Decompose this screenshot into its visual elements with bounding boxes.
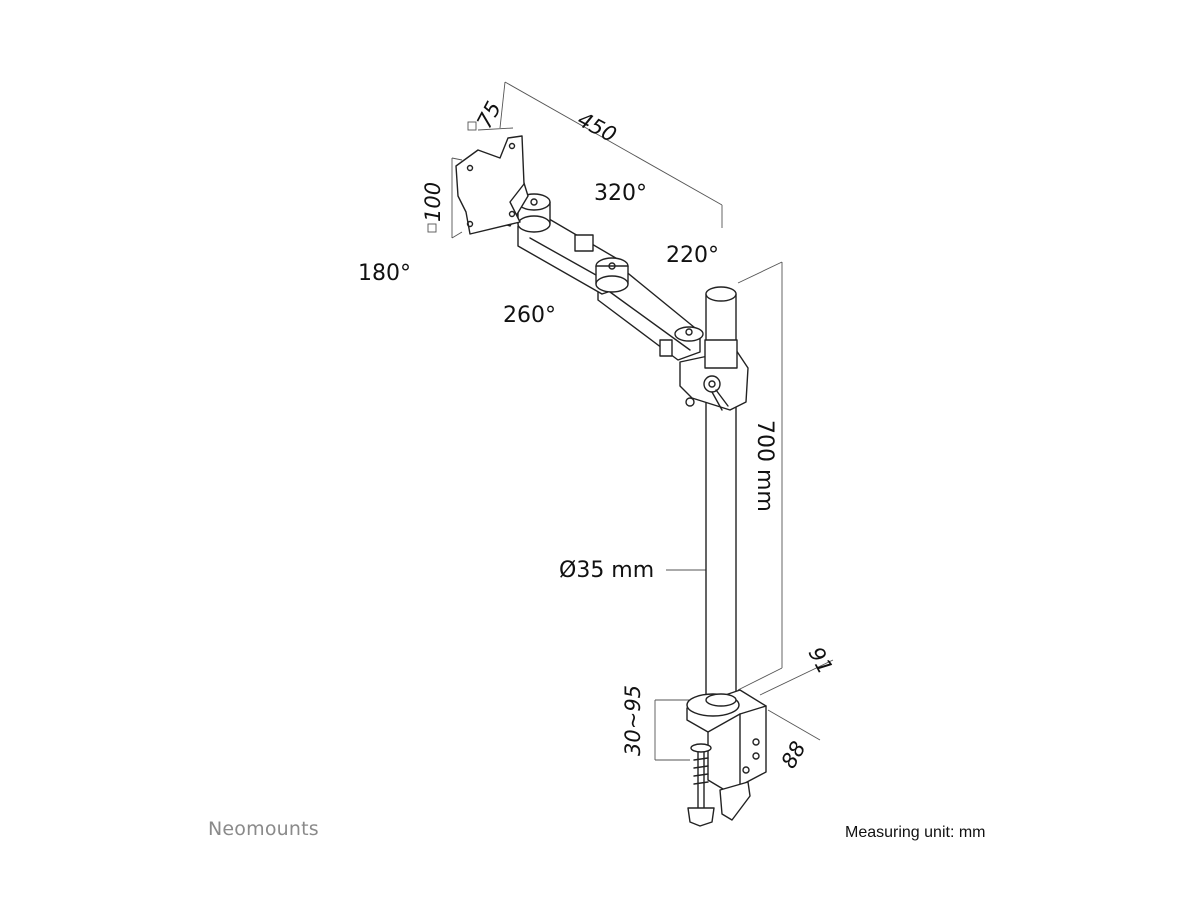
pole-height-label: 700 mm [752,420,777,512]
dimension-labels: 75 100 450 180° 320° 260° 220° 700 mm Ø3… [358,97,837,772]
desk-clamp [686,689,767,827]
arm-length-label: 450 [574,107,621,147]
rotation-joint-pole-label: 220° [666,243,719,268]
pole-diameter-label: Ø35 mm [559,558,654,583]
brand-logo: Neomounts [208,818,319,840]
clamp-depth-label: 88 [777,737,811,772]
rotation-joint-mid-label: 260° [503,303,556,328]
clamp-width-label: 91 [804,643,838,678]
measuring-unit-note: Measuring unit: mm [845,824,986,841]
dimension-lines [451,81,834,761]
rotation-plate-label: 180° [358,261,411,286]
rotation-joint-top-label: 320° [594,181,647,206]
upper-arm [517,215,629,295]
vesa-plate [455,135,525,235]
clamp-range-label: 30~95 [621,685,645,756]
vesa-small-label: 75 [472,97,506,132]
vesa-large-label: 100 [421,182,445,222]
square-symbol-icon [427,223,437,233]
pole-bracket [679,339,749,411]
square-symbol-icon [467,121,477,131]
